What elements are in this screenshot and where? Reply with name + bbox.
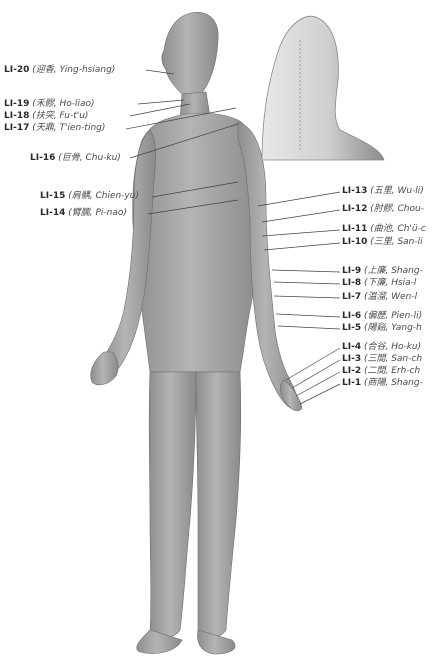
label-li-18: LI-18 (扶突, Fu-t'u) — [4, 111, 88, 122]
label-li-3: LI-3 (三間, San-ch — [342, 354, 422, 365]
label-li-5: LI-5 (陽谿, Yang-h — [342, 323, 422, 334]
neck-inset — [262, 16, 384, 160]
label-li-7: LI-7 (温溜, Wen-l — [342, 292, 417, 303]
label-li-8: LI-8 (下廉, Hsia-l — [342, 278, 416, 289]
label-li-15: LI-15 (肩髃, Chien-yu) — [40, 191, 139, 202]
label-li-2: LI-2 (二間, Erh-ch — [342, 366, 420, 377]
label-li-1: LI-1 (商陽, Shang- — [342, 378, 423, 389]
label-li-10: LI-10 (三里, San-li — [342, 237, 423, 248]
label-li-13: LI-13 (五里, Wu-li) — [342, 186, 424, 197]
label-li-19: LI-19 (禾髎, Ho-liao) — [4, 99, 95, 110]
label-li-17: LI-17 (天鼎, T'ien-ting) — [4, 123, 105, 134]
label-li-16: LI-16 (巨骨, Chu-ku) — [30, 153, 121, 164]
label-li-14: LI-14 (臂臑, Pi-nao) — [40, 208, 127, 219]
label-li-12: LI-12 (肘髎, Chou- — [342, 204, 424, 215]
label-li-6: LI-6 (偏歷, Pien-li) — [342, 311, 422, 322]
label-li-4: LI-4 (合谷, Ho-ku) — [342, 342, 421, 353]
label-li-20: LI-20 (迎香, Ying-hsiang) — [4, 65, 115, 76]
label-li-11: LI-11 (曲池, Ch'ü-c — [342, 224, 426, 235]
label-li-9: LI-9 (上廉, Shang- — [342, 266, 423, 277]
